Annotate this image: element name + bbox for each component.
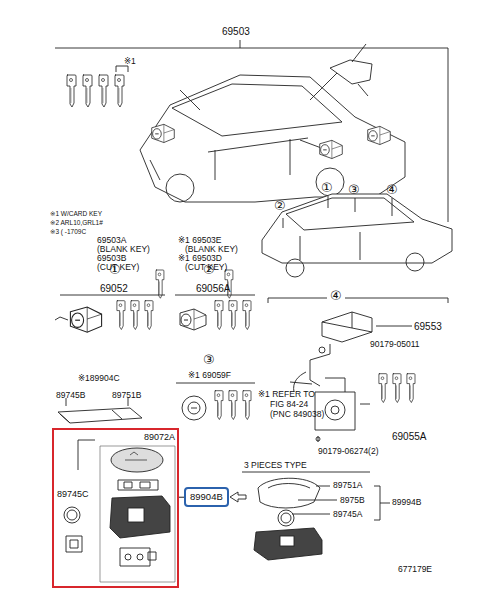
part-label: (PNC 849038) xyxy=(270,410,324,419)
part-label: 3 PIECES TYPE xyxy=(244,461,307,470)
part-label: 89745B xyxy=(56,391,85,400)
part-number: 89745C xyxy=(57,490,89,500)
callout-number: ① xyxy=(109,263,121,276)
part-label: 677179E xyxy=(398,565,432,574)
highlight-box: 89072A 89745C xyxy=(52,428,179,588)
part-label: 89751A xyxy=(333,481,362,490)
part-label: 69503B xyxy=(97,254,126,263)
part-label: 69055A xyxy=(392,431,426,442)
part-label: (BLANK KEY) xyxy=(185,245,238,254)
part-label: 90179-06274(2) xyxy=(318,447,379,456)
part-label: 89745A xyxy=(333,510,362,519)
part-label: 69503 xyxy=(222,26,250,37)
callout-number: ④ xyxy=(386,183,398,196)
part-label: 90179-05011 xyxy=(370,340,419,349)
part-label: ※1 69059F xyxy=(188,371,231,380)
part-label: FIG 84-24 xyxy=(270,400,308,409)
part-label: 69052 xyxy=(100,283,128,294)
part-label: ※1 W/CARD KEY xyxy=(50,210,102,217)
callout-number: ④ xyxy=(330,289,342,302)
part-label: (BLANK KEY) xyxy=(97,245,150,254)
part-label: 69056A xyxy=(196,283,230,294)
callout-number: ③ xyxy=(348,183,360,196)
callout-number: ① xyxy=(321,181,333,194)
callout-number: ② xyxy=(203,263,215,276)
part-label: 69503A xyxy=(97,236,126,245)
part-label: ※1 xyxy=(124,57,136,66)
part-label: 69553 xyxy=(414,321,442,332)
part-label: 89994B xyxy=(392,498,421,507)
part-label: 89751B xyxy=(112,391,141,400)
part-label: ※3 ( -1709C xyxy=(50,228,86,235)
part-label: ※1 69503D xyxy=(178,254,222,263)
part-label: 8975B xyxy=(340,496,365,505)
part-number: 89904B xyxy=(190,492,223,502)
part-number: 89072A xyxy=(144,433,175,443)
part-label: ※2 ARL10,GRL1# xyxy=(50,219,103,226)
part-label: ※189904C xyxy=(78,374,120,383)
part-label: ※1 69503E xyxy=(178,236,222,245)
part-box: 89904B xyxy=(184,487,229,507)
callout-number: ② xyxy=(274,199,286,212)
part-label: ※1 REFER TO xyxy=(258,390,315,399)
callout-number: ③ xyxy=(203,353,215,366)
